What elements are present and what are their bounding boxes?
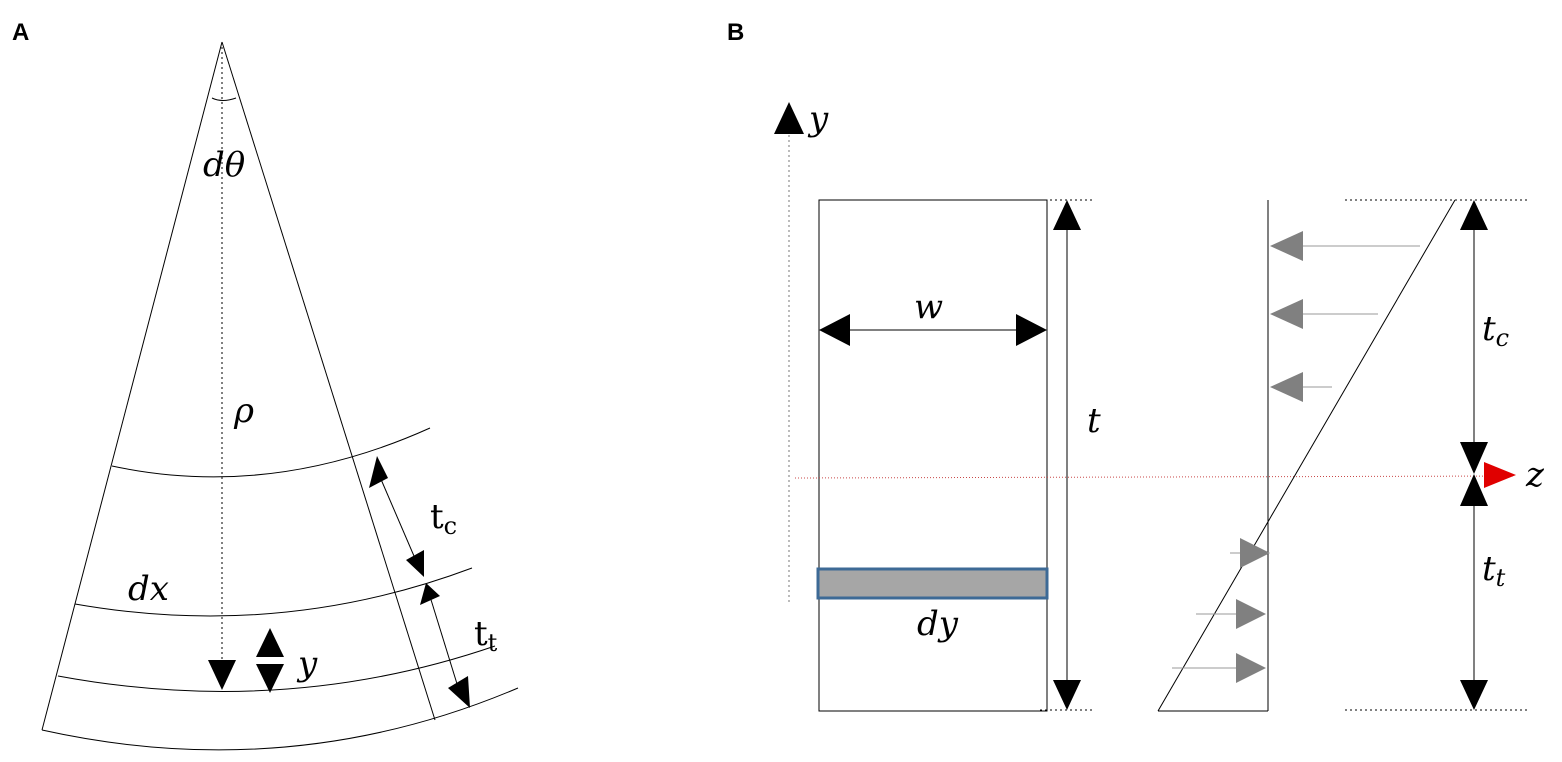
tt-label-b: tt	[1482, 549, 1506, 592]
tc-tt-dimension-b	[1345, 199, 1530, 711]
stress-profile-line	[1157, 199, 1456, 712]
y-axis-arrow	[774, 102, 804, 134]
compressive-arrow-2	[1270, 299, 1378, 329]
panel-b-label: B	[727, 19, 744, 46]
neutral-axis-line	[794, 475, 1516, 479]
arc-lower	[57, 645, 496, 692]
sector-left-edge	[41, 41, 223, 731]
dx-label: dx	[128, 569, 169, 609]
compressive-arrow-1	[1270, 231, 1420, 261]
tc-dimension-a	[369, 456, 424, 577]
dy-strip	[816, 567, 1049, 600]
compressive-arrow-3	[1270, 372, 1332, 402]
z-label: z	[1525, 455, 1545, 495]
tensile-arrow-3	[1172, 653, 1266, 683]
sector-right-edge	[221, 41, 436, 721]
tensile-arrow-2	[1196, 599, 1266, 629]
stress-diagram	[1157, 199, 1456, 712]
dtheta-label: dθ	[203, 145, 245, 185]
neutral-arc-top	[111, 427, 431, 478]
arc-middle	[74, 567, 473, 617]
panel-a-label: A	[12, 19, 29, 46]
y-dimension-arrow	[256, 628, 284, 693]
w-dimension	[819, 314, 1047, 346]
z-axis-marker	[1484, 462, 1516, 488]
tt-label-a: tt	[474, 614, 498, 657]
tensile-arrow-1	[1230, 538, 1270, 568]
panel-a-sector	[41, 41, 519, 751]
t-dimension	[1040, 199, 1095, 711]
rho-label: ρ	[233, 391, 254, 431]
t-label: t	[1087, 401, 1101, 441]
y-axis-label: y	[807, 99, 829, 139]
arc-bottom	[41, 687, 519, 751]
cross-section-rect	[818, 199, 1048, 712]
center-arrow-down	[208, 660, 236, 690]
angle-arc	[211, 97, 237, 101]
tt-dimension-a	[420, 583, 470, 708]
tc-label-a: tc	[430, 497, 457, 540]
w-label: w	[914, 287, 943, 327]
dy-label: dy	[917, 604, 959, 644]
y-label-a: y	[296, 644, 318, 684]
tc-label-b: tc	[1482, 309, 1509, 352]
